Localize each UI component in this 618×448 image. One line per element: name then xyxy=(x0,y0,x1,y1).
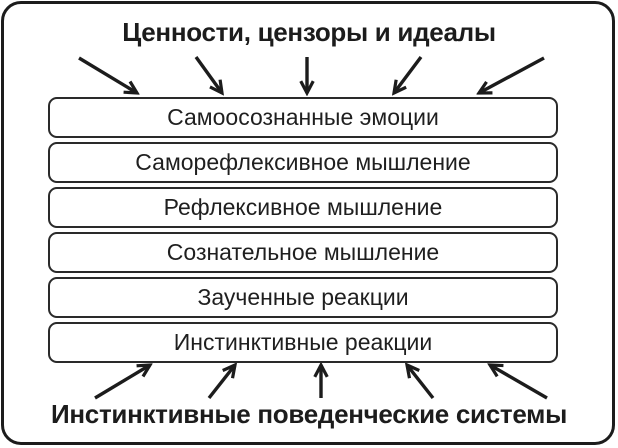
top-title: Ценности, цензоры и идеалы xyxy=(122,17,496,47)
layer-label: Сознательное мышление xyxy=(166,239,440,265)
layer-box: Саморефлексивное мышление xyxy=(48,142,558,183)
layer-box: Заученные реакции xyxy=(48,277,558,318)
layer-label: Саморефлексивное мышление xyxy=(135,149,471,175)
layer-label: Инстинктивные реакции xyxy=(173,329,433,355)
layer-label: Самоосознанные эмоции xyxy=(167,104,439,130)
layer-box: Самоосознанные эмоции xyxy=(48,97,558,138)
layer-label: Заученные реакции xyxy=(197,284,409,310)
layer-box: Рефлексивное мышление xyxy=(48,187,558,228)
layer-box: Сознательное мышление xyxy=(48,232,558,273)
layer-box: Инстинктивные реакции xyxy=(48,322,558,363)
bottom-title: Инстинктивные поведенческие системы xyxy=(51,399,567,429)
layer-label: Рефлексивное мышление xyxy=(163,194,443,220)
